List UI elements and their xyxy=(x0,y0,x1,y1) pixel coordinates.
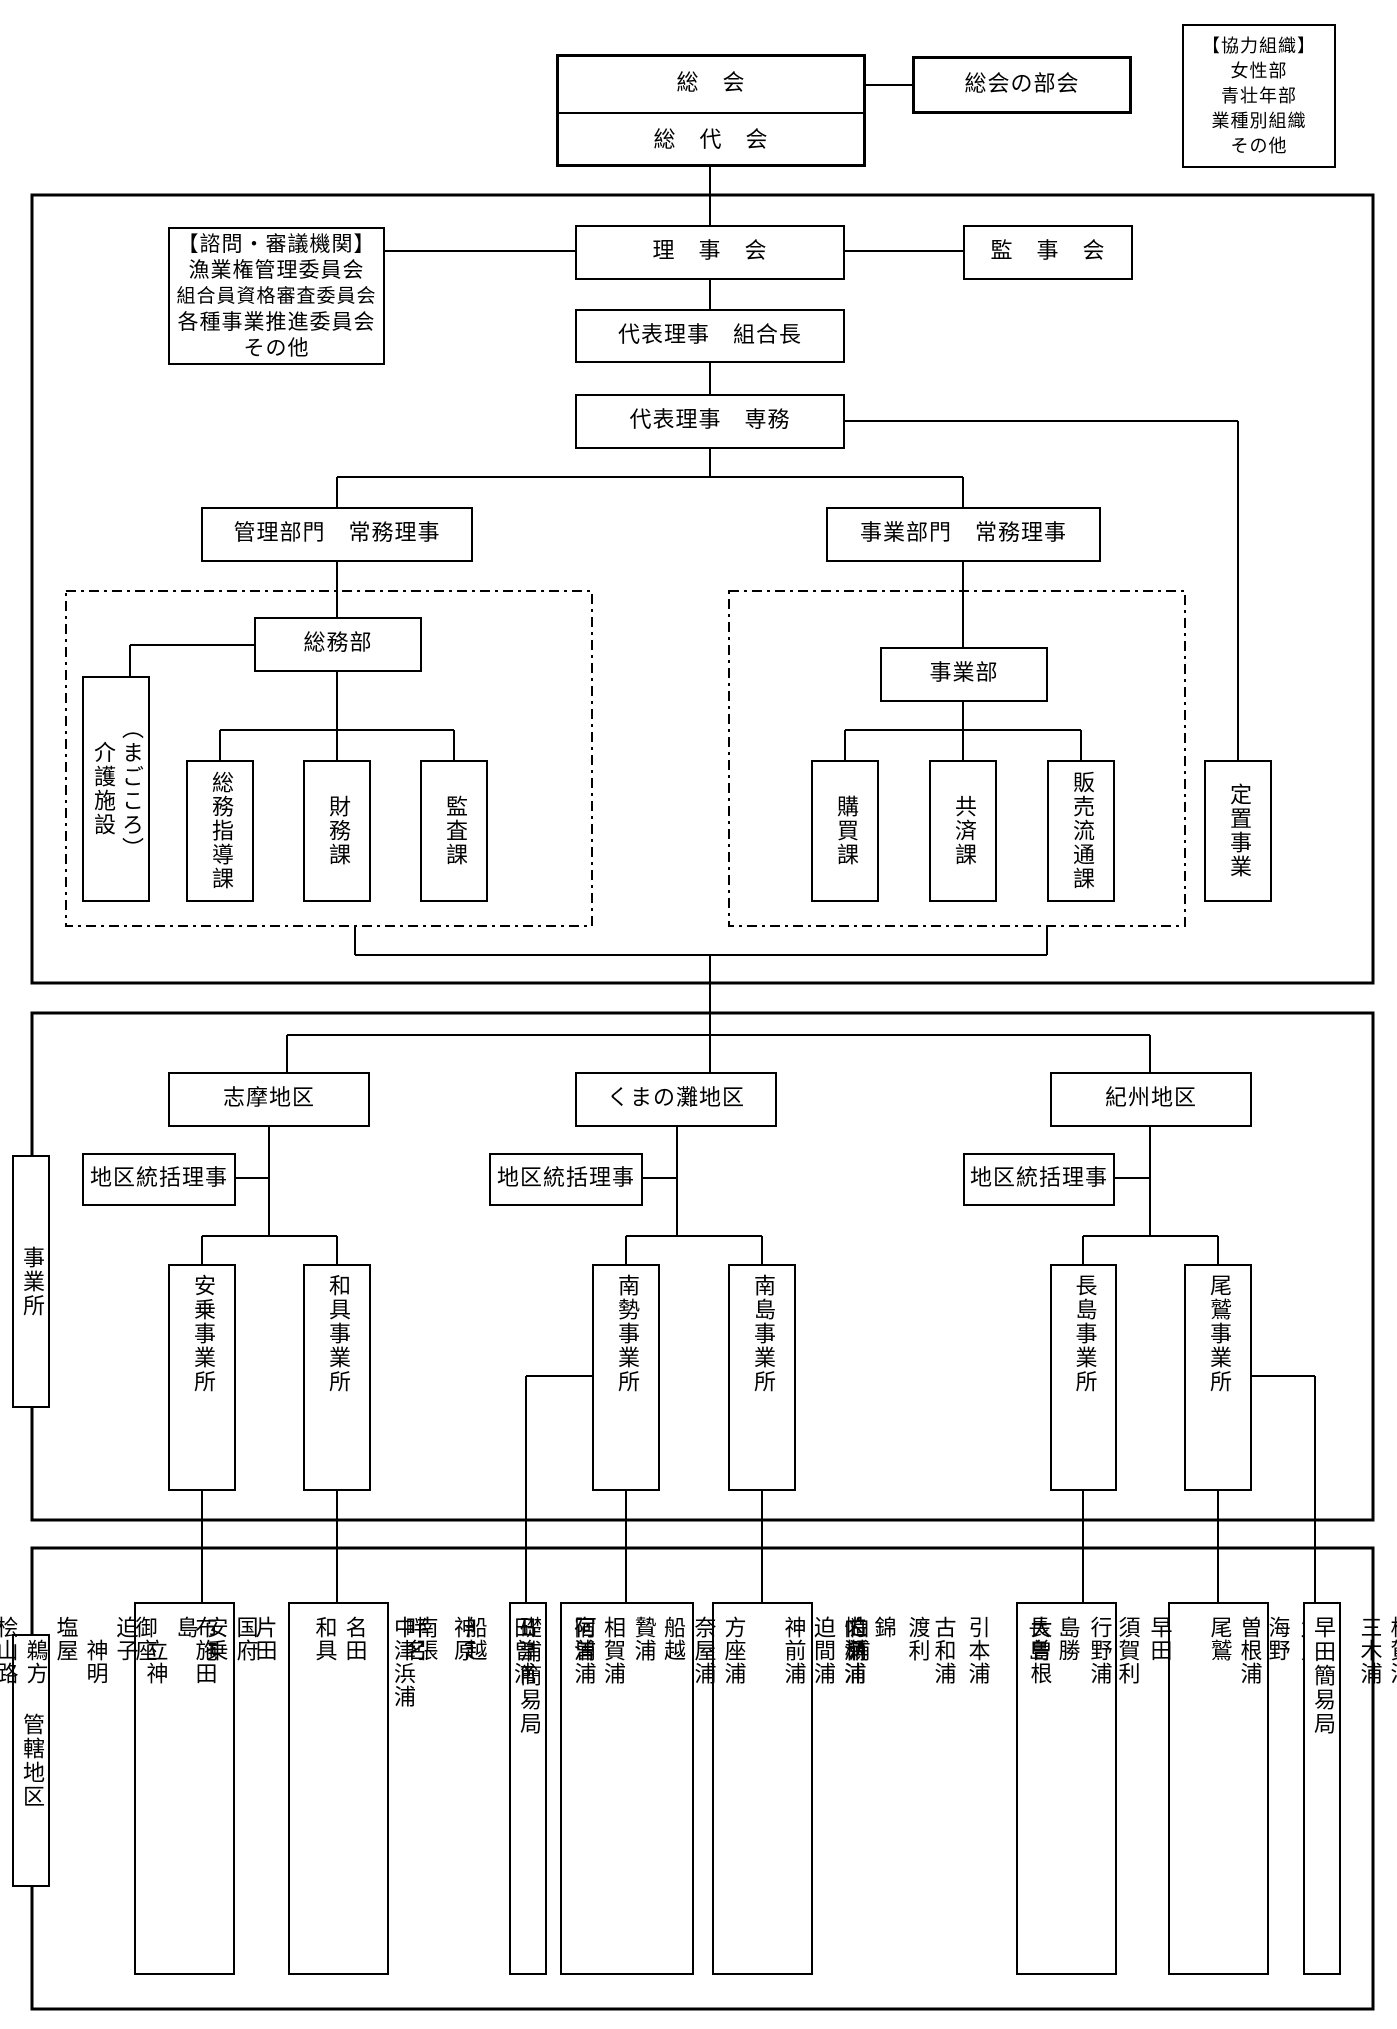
general-guidance-section: 総務指導課 xyxy=(186,760,254,902)
area-names: 三木浦 九鬼 曽根浦 xyxy=(1236,1616,1382,1685)
advisory-item: 漁業権管理委員会 xyxy=(188,258,365,282)
area-names: 梶賀浦 xyxy=(1386,1616,1397,1685)
district-kishu: 紀州地区 xyxy=(1050,1072,1252,1127)
mutual-aid-section: 共済課 xyxy=(929,760,997,902)
area-names: 慥柄浦 神前浦 方座浦 xyxy=(720,1616,866,1685)
general-assembly: 総 会 xyxy=(559,57,863,114)
area-names: 長島 引本浦 渡利 白浦 xyxy=(844,1616,1050,1685)
area-list-nansei: 宿浦 田曽浦 神原 中津浜浦 五ケ所浦 船越 相賀浦 迫間浦 礎浦 内瀬浦 xyxy=(390,1602,865,1975)
general-guidance-label: 総務指導課 xyxy=(208,771,233,891)
admin-executive-director: 管理部門 常務理事 xyxy=(201,507,473,562)
office-nansei: 南勢事業所 xyxy=(592,1264,660,1491)
set-net-business: 定置事業 xyxy=(1204,760,1272,902)
area-names: 尾鷲 早田 行野浦 大曽根 xyxy=(1026,1616,1232,1685)
representative-director-managing: 代表理事 専務 xyxy=(575,394,845,449)
district-director-kishu: 地区統括理事 xyxy=(963,1153,1115,1206)
advisory-bodies: 【諮問・審議機関】 漁業権管理委員会 組合員資格審査委員会 各種事業推進委員会 … xyxy=(168,227,385,365)
business-dept: 事業部 xyxy=(880,647,1048,702)
care-facility-subtitle: （まごころ） xyxy=(118,717,143,861)
district-kumano: くまの灘地区 xyxy=(575,1072,777,1127)
audit-section: 監査課 xyxy=(420,760,488,902)
general-affairs-dept: 総務部 xyxy=(254,617,422,672)
area-list-owase: 尾鷲 早田 行野浦 大曽根 三木浦 九鬼 曽根浦 梶賀浦 xyxy=(1027,1602,1397,1975)
sales-distribution-label: 販売流通課 xyxy=(1069,771,1094,891)
care-facility-label: 介護施設 xyxy=(90,741,115,837)
board-of-directors: 理 事 会 xyxy=(575,225,845,280)
mutual-aid-label: 共済課 xyxy=(951,795,976,867)
sales-distribution-section: 販売流通課 xyxy=(1047,760,1115,902)
advisory-title: 【諮問・審議機関】 xyxy=(177,232,376,256)
advisory-item: その他 xyxy=(243,336,310,360)
cooperating-title: 【協力組織】 xyxy=(1202,35,1316,57)
area-names: 内瀬浦 xyxy=(840,1616,865,1685)
representative-director-president: 代表理事 組合長 xyxy=(575,309,845,363)
side-label-offices-text: 事業所 xyxy=(19,1245,44,1318)
office-anori-label: 安乗事業所 xyxy=(190,1274,215,1394)
finance-label: 財務課 xyxy=(325,795,350,867)
cooperating-organizations: 【協力組織】 女性部 青壮年部 業種別組織 その他 xyxy=(1182,24,1336,168)
cooperating-item: 青壮年部 xyxy=(1221,85,1297,107)
area-names: 奈屋浦 贄浦 阿曽浦 xyxy=(570,1616,716,1685)
area-names: 安乗 島 立神 迫子 神明 塩屋 鵜方 桧山路 浜 xyxy=(0,1616,228,1685)
office-nanto-label: 南島事業所 xyxy=(750,1274,775,1394)
business-dept-frame xyxy=(728,590,1186,927)
office-owase: 尾鷲事業所 xyxy=(1184,1264,1252,1491)
post-office-hayata-label: 早田簡易局 xyxy=(1310,1616,1335,1736)
office-nansei-label: 南勢事業所 xyxy=(614,1274,639,1394)
board-of-auditors: 監 事 会 xyxy=(963,225,1133,280)
area-names: 宿浦 田曽浦 神原 中津浜浦 xyxy=(390,1616,595,1708)
advisory-item: 各種事業推進委員会 xyxy=(177,310,376,334)
business-executive-director: 事業部門 常務理事 xyxy=(826,507,1101,562)
assembly-subcommittee: 総会の部会 xyxy=(912,56,1132,114)
advisory-item: 組合員資格審査委員会 xyxy=(176,285,377,307)
district-director-shima: 地区統括理事 xyxy=(82,1153,236,1206)
post-office-hayata: 早田簡易局 xyxy=(1303,1602,1341,1975)
office-nanto: 南島事業所 xyxy=(728,1264,796,1491)
post-office-isoura-label: 礎浦簡易局 xyxy=(516,1616,541,1736)
office-nagashima-label: 長島事業所 xyxy=(1071,1274,1097,1394)
cooperating-item: 業種別組織 xyxy=(1211,110,1307,132)
side-label-areas-text: 管轄地区 xyxy=(19,1712,44,1809)
office-owase-label: 尾鷲事業所 xyxy=(1206,1274,1231,1394)
office-nagashima: 長島事業所 xyxy=(1050,1264,1117,1491)
audit-label: 監査課 xyxy=(442,795,467,867)
side-label-areas: 管轄地区 xyxy=(12,1634,50,1887)
care-facility: 介護施設 （まごころ） xyxy=(82,676,150,902)
general-assembly-box: 総 会 総 代 会 xyxy=(556,54,866,167)
office-anori: 安乗事業所 xyxy=(168,1264,236,1491)
admin-dept-frame xyxy=(65,590,593,927)
office-wagu-label: 和具事業所 xyxy=(325,1274,350,1394)
finance-section: 財務課 xyxy=(303,760,371,902)
cooperating-item: その他 xyxy=(1230,135,1288,157)
purchasing-section: 購買課 xyxy=(811,760,879,902)
district-shima: 志摩地区 xyxy=(168,1072,370,1127)
side-label-offices: 事業所 xyxy=(12,1155,50,1408)
area-list-nanto: 奈屋浦 贄浦 阿曽浦 慥柄浦 神前浦 方座浦 古和浦 錦 xyxy=(571,1602,956,1975)
purchasing-label: 購買課 xyxy=(833,795,858,867)
set-net-label: 定置事業 xyxy=(1226,783,1251,879)
area-list-wagu: 和具 片田 布施田 御座 波切 船越 畔名 名田 xyxy=(132,1602,547,1975)
headquarters-frame xyxy=(30,193,1375,985)
district-director-kumano: 地区統括理事 xyxy=(489,1153,643,1206)
post-office-isoura: 礎浦簡易局 xyxy=(509,1602,547,1975)
representative-assembly: 総 代 会 xyxy=(653,128,769,154)
area-names: 和具 片田 布施田 御座 xyxy=(131,1616,337,1685)
office-wagu: 和具事業所 xyxy=(303,1264,371,1491)
cooperating-item: 女性部 xyxy=(1230,60,1288,82)
area-names: 古和浦 錦 xyxy=(870,1616,956,1685)
